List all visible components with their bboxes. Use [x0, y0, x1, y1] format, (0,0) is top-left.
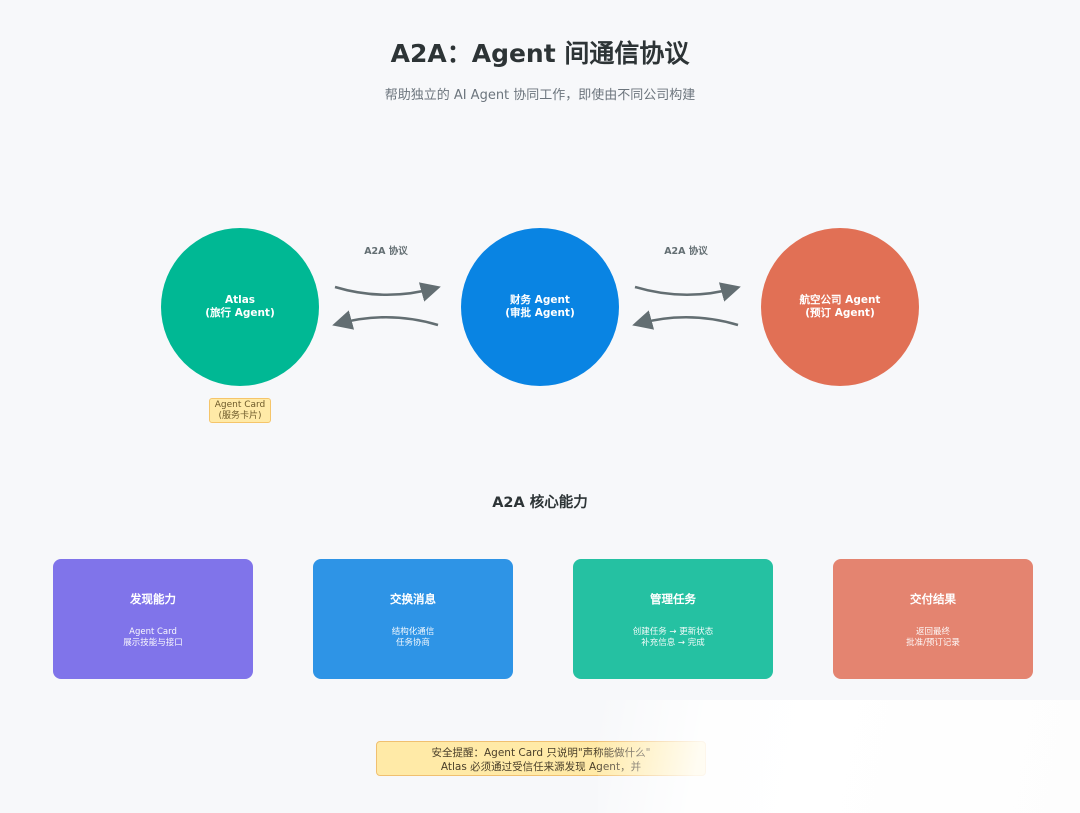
capability-desc: Agent Card 展示技能与接口 [53, 627, 253, 649]
capability-desc-line1: Agent Card [129, 627, 177, 637]
capabilities-title: A2A 核心能力 [492, 495, 588, 511]
capability-desc-line2: 展示技能与接口 [123, 638, 183, 648]
node-role: (预订 Agent) [805, 307, 875, 319]
agent-card-tag-line1: Agent Card [214, 400, 266, 410]
capability-desc-line2: 批准/预订记录 [906, 638, 960, 648]
capability-desc: 结构化通信 任务协商 [313, 627, 513, 649]
agent-card-tag-line2: (服务卡片) [218, 410, 262, 421]
capability-desc-line2: 补充信息 → 完成 [641, 638, 705, 648]
arrow-finance-to-airline [634, 282, 741, 302]
capability-title: 发现能力 [130, 592, 176, 606]
capability-card-discovery: 发现能力 Agent Card 展示技能与接口 [53, 559, 253, 679]
node-name: Atlas [224, 294, 256, 306]
node-name: 航空公司 Agent [799, 294, 881, 306]
capability-card-delivery: 交付结果 返回最终 批准/预订记录 [833, 559, 1033, 679]
security-notice-line1: 安全提醒：Agent Card 只说明"声称能做什么" [431, 747, 651, 759]
security-notice-line2: Atlas 必须通过受信任来源发现 Agent，并 [440, 761, 642, 773]
agent-card-tag: Agent Card (服务卡片) [209, 398, 271, 423]
arrow-airline-to-finance [632, 310, 739, 330]
capability-desc-line1: 返回最终 [915, 627, 950, 637]
node-finance-agent: 财务 Agent (审批 Agent) [461, 228, 619, 386]
arrow-atlas-to-finance [334, 282, 441, 302]
page-title: A2A：Agent 间通信协议 [390, 39, 690, 68]
capability-card-task-management: 管理任务 创建任务 → 更新状态 补充信息 → 完成 [573, 559, 773, 679]
capability-desc-line1: 创建任务 → 更新状态 [632, 627, 714, 637]
node-name: 财务 Agent [510, 294, 570, 306]
capability-desc-line1: 结构化通信 [391, 627, 435, 637]
capability-desc: 创建任务 → 更新状态 补充信息 → 完成 [573, 627, 773, 649]
security-notice: 安全提醒：Agent Card 只说明"声称能做什么" Atlas 必须通过受信… [376, 741, 706, 776]
node-airline-agent: 航空公司 Agent (预订 Agent) [761, 228, 919, 386]
capability-title: 管理任务 [650, 592, 696, 606]
node-role: (旅行 Agent) [205, 307, 275, 319]
capability-desc: 返回最终 批准/预订记录 [833, 627, 1033, 649]
protocol-label-left: A2A 协议 [364, 246, 408, 257]
node-role: (审批 Agent) [505, 307, 575, 319]
capability-title: 交换消息 [390, 592, 436, 606]
arrow-finance-to-atlas [332, 310, 439, 330]
capability-title: 交付结果 [910, 592, 956, 606]
protocol-label-right: A2A 协议 [664, 246, 708, 257]
capability-desc-line2: 任务协商 [395, 638, 430, 648]
node-atlas-agent: Atlas (旅行 Agent) [161, 228, 319, 386]
page-subtitle: 帮助独立的 AI Agent 协同工作，即使由不同公司构建 [384, 88, 696, 103]
capability-card-messaging: 交换消息 结构化通信 任务协商 [313, 559, 513, 679]
